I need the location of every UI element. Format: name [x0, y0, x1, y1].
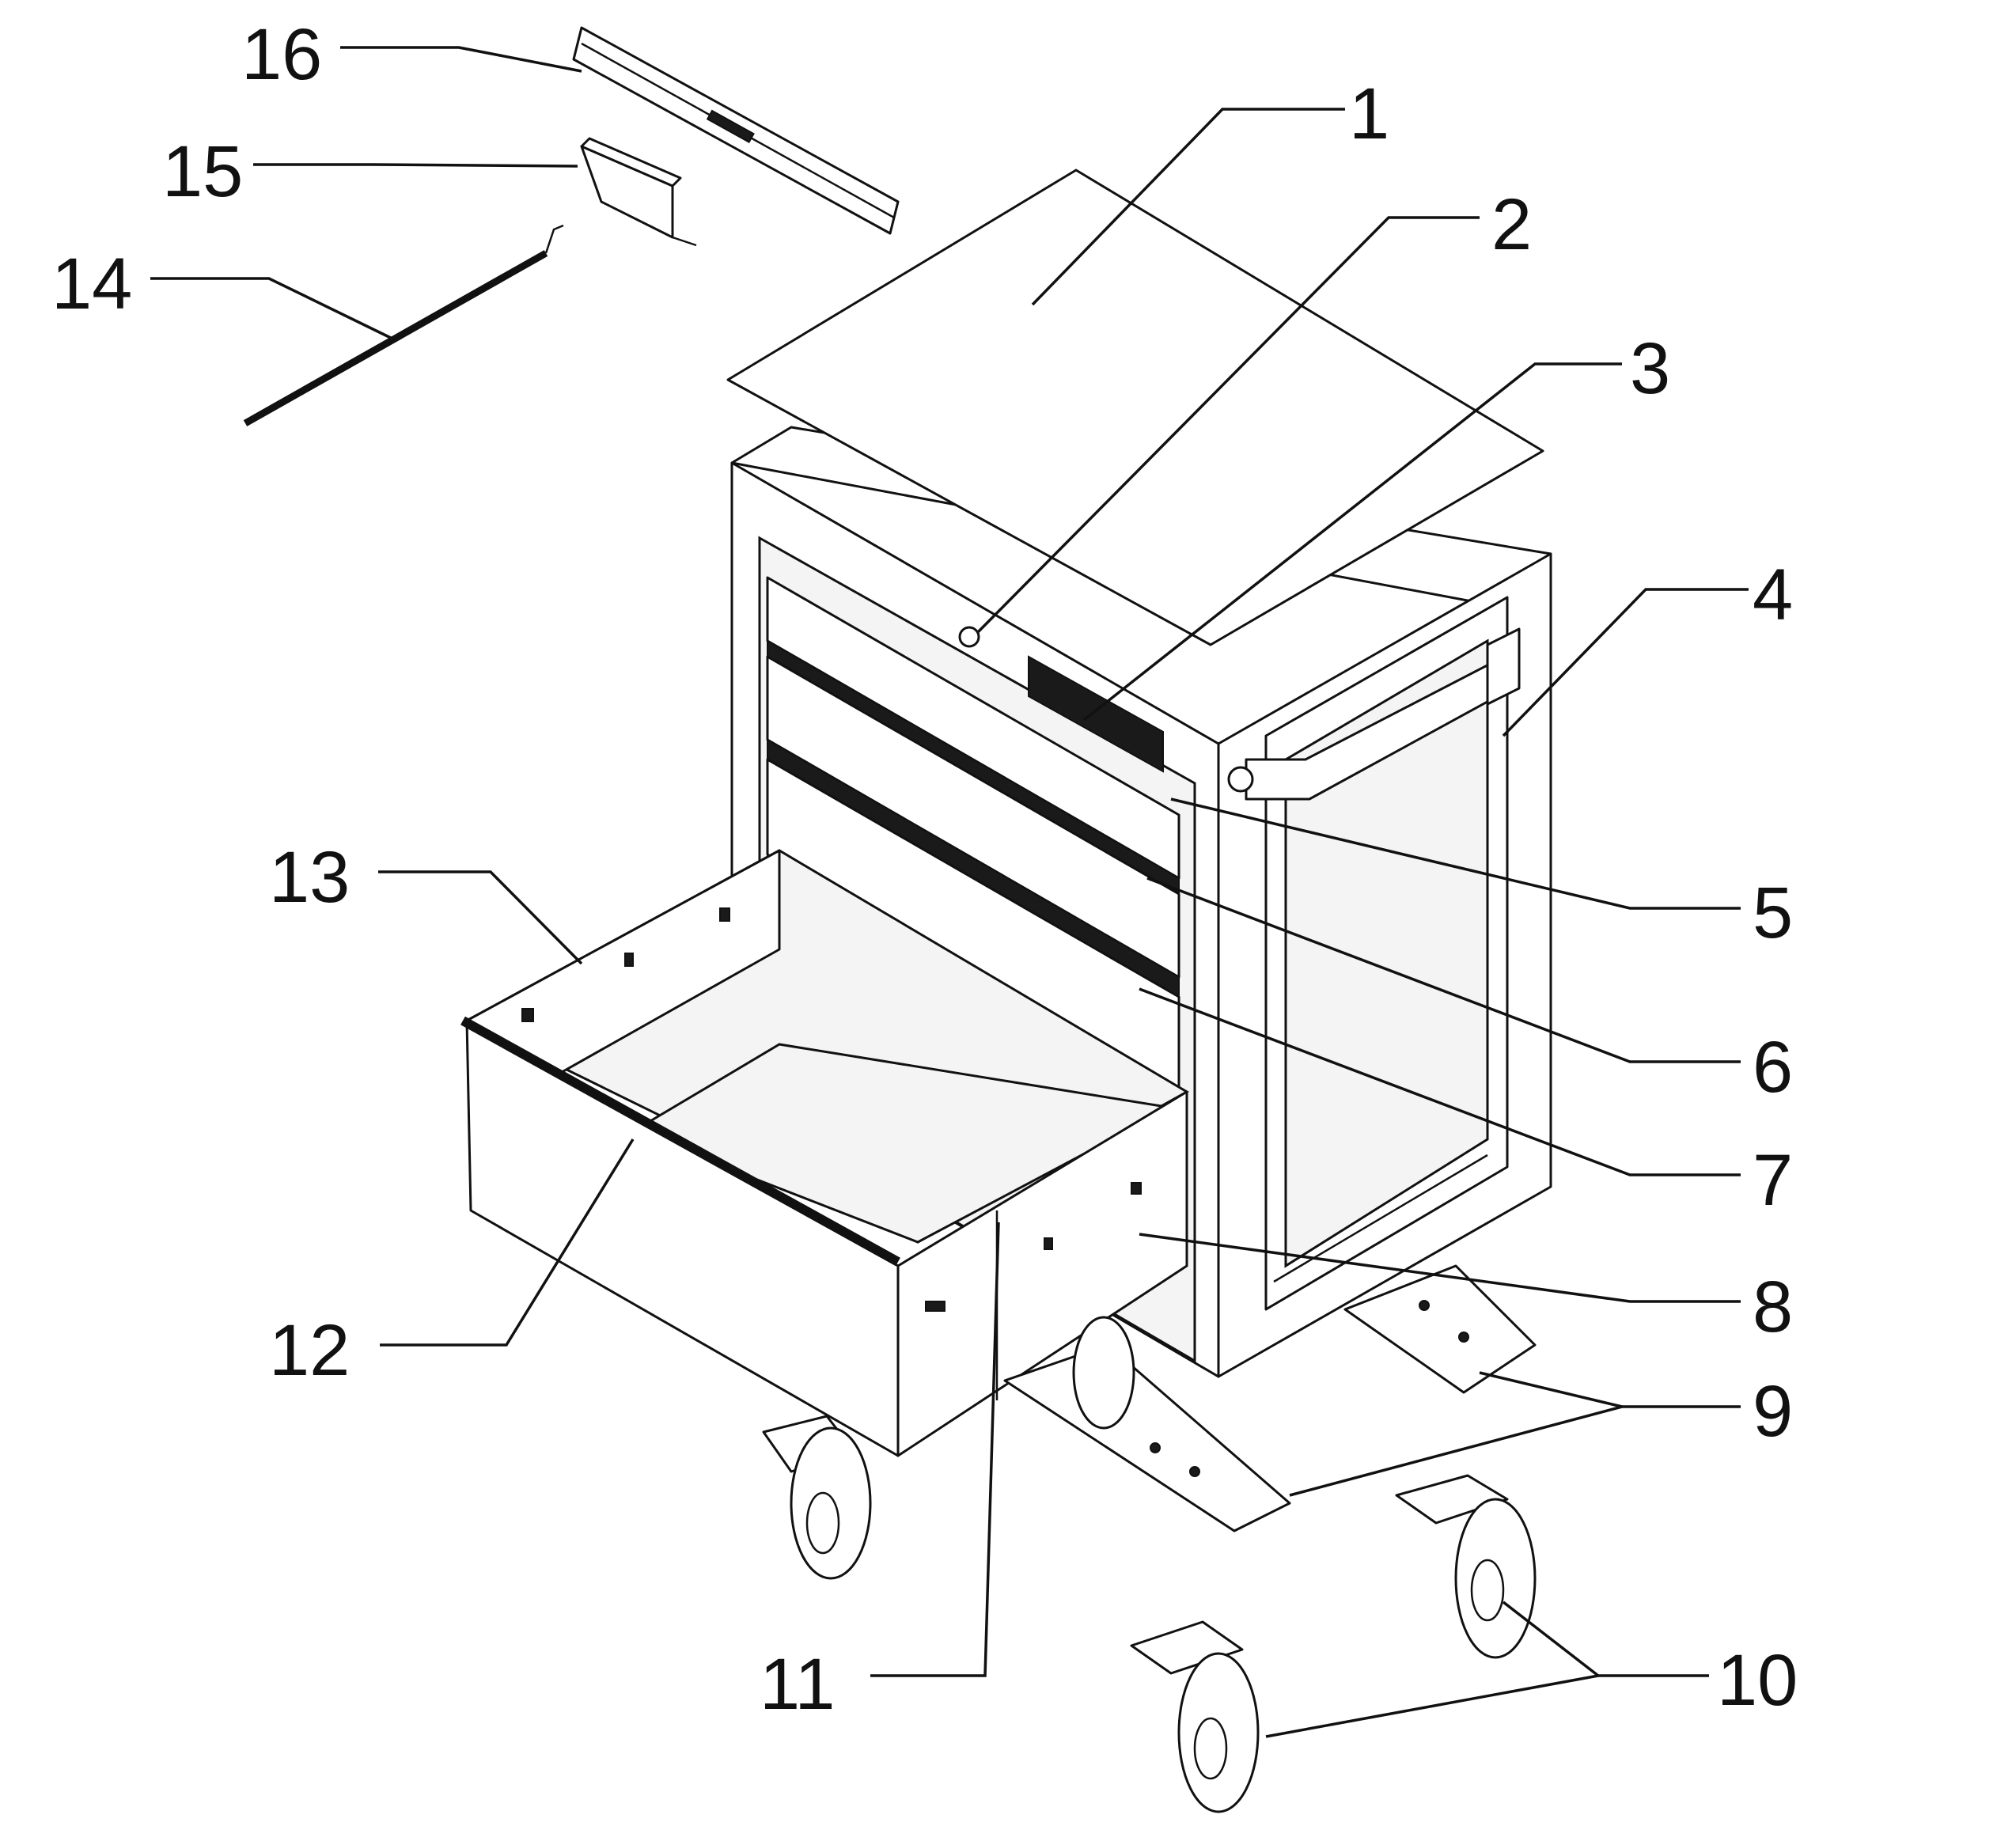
- lock-bracket: [580, 137, 697, 247]
- callout-1: 1: [1349, 74, 1389, 154]
- callout-7: 7: [1753, 1140, 1793, 1221]
- callout-3: 3: [1630, 328, 1670, 409]
- callout-6: 6: [1753, 1027, 1793, 1108]
- lock: [958, 626, 980, 648]
- callout-10: 10: [1717, 1640, 1798, 1721]
- side-handle: [1227, 627, 1521, 801]
- callout-5: 5: [1753, 873, 1793, 953]
- callout-15: 15: [162, 131, 243, 212]
- callout-12: 12: [269, 1310, 350, 1391]
- callout-2: 2: [1491, 184, 1532, 265]
- badge-plate: [1028, 655, 1164, 773]
- drawer-slide-rail: [572, 26, 900, 235]
- caster-wheel: [762, 1316, 1537, 1813]
- callout-9: 9: [1753, 1371, 1793, 1452]
- callout-4: 4: [1753, 555, 1793, 635]
- callout-14: 14: [51, 244, 132, 324]
- callout-11: 11: [760, 1644, 836, 1725]
- callout-labels: 1 2 3 4 5 6 7 8 9 10 11 12 13 14 15 16: [51, 14, 1798, 1725]
- callout-13: 13: [269, 837, 350, 918]
- lock-rod: [243, 224, 564, 426]
- callout-16: 16: [241, 14, 322, 95]
- open-drawer: [460, 849, 1190, 1457]
- leader-lines: [150, 46, 1749, 1738]
- drawer-side-panel: [896, 1090, 1188, 1457]
- top-cover: [726, 169, 1544, 646]
- callout-8: 8: [1753, 1267, 1793, 1347]
